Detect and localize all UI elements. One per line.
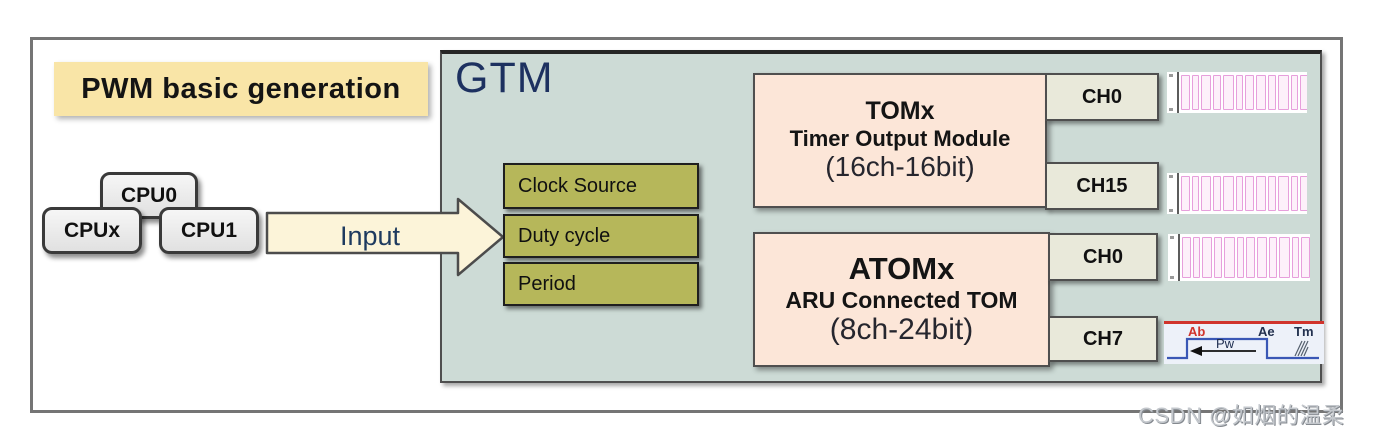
tom-module-name: TOMx <box>865 97 935 126</box>
atom-module-name: ATOMx <box>848 251 955 287</box>
pulse-bar <box>1268 176 1276 211</box>
tom-module-spec: (16ch-16bit) <box>825 151 975 183</box>
pulse-bar <box>1213 176 1221 211</box>
pulse-bar <box>1246 237 1255 278</box>
gtm-title: GTM <box>455 54 554 102</box>
pulse-bar <box>1300 176 1307 211</box>
pulse-bar <box>1192 176 1199 211</box>
pulse-bar <box>1245 176 1254 211</box>
duty-cycle-box: Duty cycle <box>503 214 699 258</box>
pulse-bar <box>1256 176 1266 211</box>
page-title-text: PWM basic generation <box>81 72 401 105</box>
pulse-bars <box>1179 72 1307 113</box>
pulse-bar <box>1223 176 1234 211</box>
clock-source-label: Clock Source <box>518 174 637 197</box>
pulse-bar <box>1300 75 1307 110</box>
pulse-bar <box>1268 75 1276 110</box>
pulse-bar <box>1278 75 1289 110</box>
clock-source-box: Clock Source <box>503 163 699 209</box>
pulse-bar <box>1181 176 1190 211</box>
tom-channel-ch15-tab: CH15 <box>1045 162 1159 210</box>
pulse-bar <box>1257 237 1267 278</box>
tm-hatch-icon <box>1294 340 1309 357</box>
pulse-bar <box>1182 237 1191 278</box>
atom-ch0-label: CH0 <box>1082 245 1123 268</box>
pwm-timing-diagram: Ab Ae Tm Pw <box>1164 321 1324 364</box>
pw-label: Pw <box>1216 336 1235 351</box>
pulse-bar <box>1193 237 1200 278</box>
pulse-bar <box>1292 237 1299 278</box>
pulse-bar <box>1236 75 1243 110</box>
atom-channel-ch7-tab: CH7 <box>1048 316 1158 362</box>
pwm-pulse-train-icon <box>1168 234 1310 281</box>
pulse-bars <box>1179 173 1307 214</box>
tom-module-subtitle: Timer Output Module <box>789 126 1011 152</box>
atom-ch7-label: CH7 <box>1082 327 1123 350</box>
ae-label: Ae <box>1258 324 1275 339</box>
ab-label: Ab <box>1188 324 1205 339</box>
pulse-bar <box>1279 237 1290 278</box>
tom-module-block: TOMx Timer Output Module (16ch-16bit) <box>753 73 1047 208</box>
cpu1-block: CPU1 <box>159 207 259 254</box>
cpux-block: CPUx <box>42 207 142 254</box>
cpu0-label: CPU0 <box>120 183 178 207</box>
pulse-waveform <box>1167 337 1319 360</box>
cpu1-label: CPU1 <box>180 218 238 242</box>
tom-channel-ch0-tab: CH0 <box>1045 73 1159 121</box>
pulse-bar <box>1181 75 1190 110</box>
pw-arrow-head <box>1190 346 1202 356</box>
pulse-bar <box>1291 75 1298 110</box>
pulse-bar <box>1291 176 1298 211</box>
tm-label: Tm <box>1294 324 1314 339</box>
watermark: CSDN @如烟的温柔 <box>1138 403 1345 428</box>
pulse-bar <box>1224 237 1235 278</box>
atom-module-block: ATOMx ARU Connected TOM (8ch-24bit) <box>753 232 1050 367</box>
pulse-axis <box>1167 173 1179 214</box>
pwm-pulse-train-icon <box>1167 72 1307 113</box>
page-title: PWM basic generation <box>54 62 428 116</box>
cpux-label: CPUx <box>63 218 121 242</box>
pulse-bars <box>1180 234 1310 281</box>
pulse-bar <box>1192 75 1199 110</box>
pulse-bar <box>1278 176 1289 211</box>
tom-ch0-label: CH0 <box>1081 85 1122 108</box>
pulse-axis <box>1168 234 1180 281</box>
pwm-pulse-train-icon <box>1167 173 1307 214</box>
period-label: Period <box>518 272 576 295</box>
pulse-bar <box>1202 237 1212 278</box>
pulse-bar <box>1269 237 1277 278</box>
pulse-bar <box>1201 176 1211 211</box>
atom-module-spec: (8ch-24bit) <box>829 313 974 347</box>
pulse-bar <box>1236 176 1243 211</box>
pulse-axis <box>1167 72 1179 113</box>
pulse-bar <box>1223 75 1234 110</box>
input-arrow-label: Input <box>339 221 401 251</box>
atom-module-subtitle: ARU Connected TOM <box>785 286 1018 313</box>
pulse-bar <box>1245 75 1254 110</box>
red-marker-line <box>1164 321 1324 324</box>
pulse-bar <box>1213 75 1221 110</box>
pulse-bar <box>1256 75 1266 110</box>
pulse-bar <box>1301 237 1310 278</box>
pulse-bar <box>1201 75 1211 110</box>
tom-ch15-label: CH15 <box>1076 174 1128 197</box>
pulse-bar <box>1214 237 1222 278</box>
period-box: Period <box>503 262 699 306</box>
duty-cycle-label: Duty cycle <box>518 224 611 247</box>
pulse-bar <box>1237 237 1244 278</box>
atom-channel-ch0-tab: CH0 <box>1048 233 1158 281</box>
